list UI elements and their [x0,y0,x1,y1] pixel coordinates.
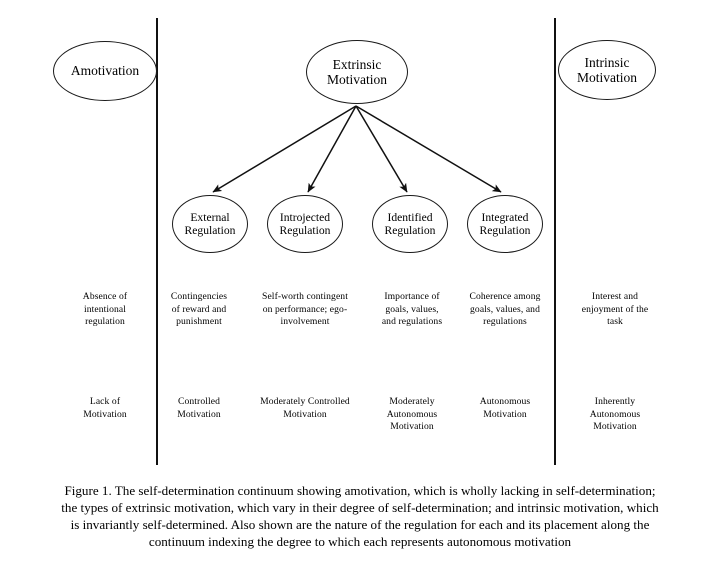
caption-line-1: Figure 1. The self-determination continu… [64,483,656,498]
node-integrated-regulation[interactable]: Integrated Regulation [467,195,543,253]
arrow-extrinsic-to-introjected-regulation [307,105,357,193]
description-integrated-regulation: Coherence among goals, values, and regul… [469,291,541,328]
autonomy-label-introjected-regulation: Moderately Controlled Motivation [260,396,350,420]
figure-caption: Figure 1. The self-determination continu… [8,482,712,551]
description-introjected-regulation: Self-worth contingent on performance; eg… [262,291,348,328]
node-extrinsic-motivation-label: Extrinsic Motivation [327,56,387,87]
caption-line-4: continuum indexing the degree to which e… [148,534,572,550]
node-introjected-regulation[interactable]: Introjected Regulation [267,195,343,253]
arrow-extrinsic-to-integrated-regulation [355,105,502,193]
node-intrinsic-motivation[interactable]: Intrinsic Motivation [558,40,656,100]
node-integrated-regulation-label: Integrated Regulation [479,210,531,237]
autonomy-label-amotivation: Lack of Motivation [83,396,127,420]
node-identified-regulation[interactable]: Identified Regulation [372,195,448,253]
diagram-canvas: Amotivation Extrinsic Motivation Intrins… [53,18,656,465]
arrow-extrinsic-to-external-regulation [212,105,357,193]
node-amotivation[interactable]: Amotivation [53,41,157,101]
autonomy-label-integrated-regulation: Autonomous Motivation [479,396,531,420]
description-identified-regulation: Importance of goals, values, and regulat… [381,291,443,328]
node-intrinsic-motivation-label: Intrinsic Motivation [577,54,637,85]
caption-line-2: the types of extrinsic motivation, which… [61,500,659,516]
autonomy-label-intrinsic-motivation: Inherently Autonomous Motivation [589,396,641,433]
node-identified-regulation-label: Identified Regulation [384,210,436,237]
caption-line-3: is invariantly self-determined. Also sho… [70,517,650,533]
autonomy-label-external-regulation: Controlled Motivation [177,396,221,420]
description-intrinsic-motivation: Interest and enjoyment of the task [581,291,649,328]
node-external-regulation[interactable]: External Regulation [172,195,248,253]
node-external-regulation-label: External Regulation [184,210,236,237]
node-extrinsic-motivation[interactable]: Extrinsic Motivation [306,40,408,104]
description-external-regulation: Contingencies of reward and punishment [170,291,228,328]
description-amotivation: Absence of intentional regulation [82,291,128,328]
diagram-lines-layer [156,18,556,465]
autonomy-label-identified-regulation: Moderately Autonomous Motivation [386,396,438,433]
node-amotivation-label: Amotivation [70,63,140,79]
node-introjected-regulation-label: Introjected Regulation [279,210,331,237]
arrow-extrinsic-to-identified-regulation [355,105,408,193]
